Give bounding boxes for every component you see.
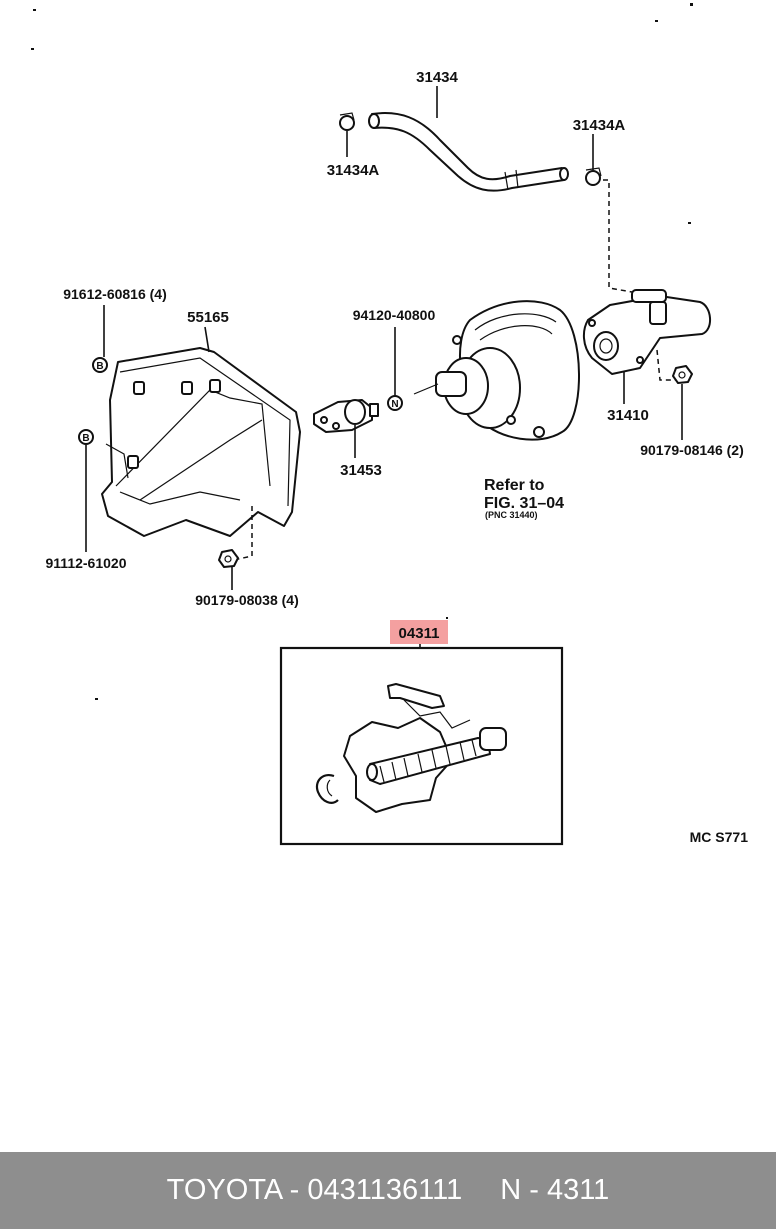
label-04311[interactable]: 04311 bbox=[399, 625, 440, 642]
label-31410: 31410 bbox=[607, 407, 649, 424]
marker-b-91612[interactable]: B bbox=[92, 357, 108, 373]
refer-line-2: FIG. 31–04 bbox=[484, 495, 564, 512]
parts-diagram: 31434 31434A 31434A 31410 90179-08146 (2… bbox=[31, 3, 749, 846]
marker-n-94120[interactable]: N bbox=[387, 395, 403, 411]
label-31434: 31434 bbox=[416, 69, 458, 86]
label-31434a-right: 31434A bbox=[573, 117, 626, 134]
nut-90179-08146[interactable] bbox=[672, 365, 693, 384]
kit-04311-box bbox=[279, 646, 564, 846]
leader-55165 bbox=[204, 326, 210, 353]
label-31453: 31453 bbox=[340, 462, 382, 479]
refer-line-3: (PNC 31440) bbox=[485, 510, 538, 520]
marker-b-top-text: B bbox=[96, 361, 103, 372]
label-91612: 91612-60816 (4) bbox=[63, 286, 167, 302]
marker-b-bottom-text: B bbox=[82, 433, 89, 444]
dashline-valve-to-nut bbox=[656, 349, 676, 381]
specks bbox=[31, 3, 693, 700]
clamp-31434a-right[interactable] bbox=[585, 167, 602, 186]
label-31434a-left: 31434A bbox=[327, 162, 380, 179]
dashline-bracket-to-nut bbox=[233, 506, 253, 561]
dashline-clamp-to-valve bbox=[603, 179, 633, 293]
switch-31453[interactable] bbox=[313, 399, 379, 433]
label-90179-08146: 90179-08146 (2) bbox=[640, 442, 744, 458]
highlight-04311 bbox=[390, 620, 448, 644]
brake-booster[interactable] bbox=[413, 300, 580, 441]
bracket-55165[interactable] bbox=[101, 347, 301, 537]
label-94120: 94120-40800 bbox=[353, 307, 436, 323]
footer-pnc: N - 4311 bbox=[500, 1174, 610, 1206]
diagram-code: MC S771 bbox=[690, 829, 749, 845]
label-55165: 55165 bbox=[187, 309, 229, 326]
marker-b-91112[interactable]: B bbox=[78, 429, 94, 445]
kit-04311-contents[interactable] bbox=[315, 683, 507, 813]
refer-line-1: Refer to bbox=[484, 477, 545, 494]
marker-n-text: N bbox=[391, 399, 398, 410]
footer-bar: TOYOTA - 0431136111 N - 4311 bbox=[0, 1152, 776, 1229]
clamp-31434a-left[interactable] bbox=[339, 112, 355, 131]
label-91112: 91112-61020 bbox=[46, 555, 127, 571]
nut-90179-08038[interactable] bbox=[218, 549, 239, 568]
footer-part-number: TOYOTA - 0431136111 bbox=[166, 1174, 463, 1206]
hose-31434[interactable] bbox=[368, 112, 569, 192]
label-90179-08038: 90179-08038 (4) bbox=[195, 592, 299, 608]
check-valve-31410[interactable] bbox=[582, 289, 711, 375]
